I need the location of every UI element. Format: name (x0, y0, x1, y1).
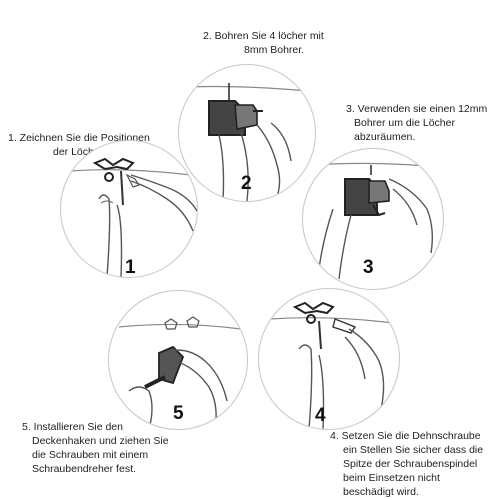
step-4-caption: 4. Setzen Sie die Dehnschraube ein Stell… (330, 430, 484, 498)
step-3-illustration: 3 (302, 148, 444, 290)
step-5-number: 5 (173, 403, 184, 424)
step-5-caption: 5. Installieren Sie den Deckenhaken und … (22, 421, 169, 475)
hand-pencil-drawing (70, 157, 197, 277)
step-1-illustration: 1 (60, 140, 198, 278)
screwdriver-hook-drawing (118, 316, 242, 429)
step-3-number: 3 (363, 257, 374, 278)
step-4-illustration: 4 (258, 288, 400, 430)
step-4-number: 4 (315, 405, 326, 426)
step-3-caption: 3. Verwenden sie einen 12mm Bohrer um di… (346, 103, 488, 143)
step-2-caption: 2. Bohren Sie 4 löcher mit 8mm Bohrer. (203, 30, 324, 56)
step-5-illustration: 5 (108, 290, 248, 430)
step-1-number: 1 (125, 257, 136, 278)
drill-drawing (186, 83, 310, 201)
anchor-screw-drawing (268, 301, 394, 429)
step-2-illustration: 2 (178, 64, 316, 202)
step-2-number: 2 (241, 173, 252, 194)
drill-reaming-drawing (312, 162, 438, 280)
